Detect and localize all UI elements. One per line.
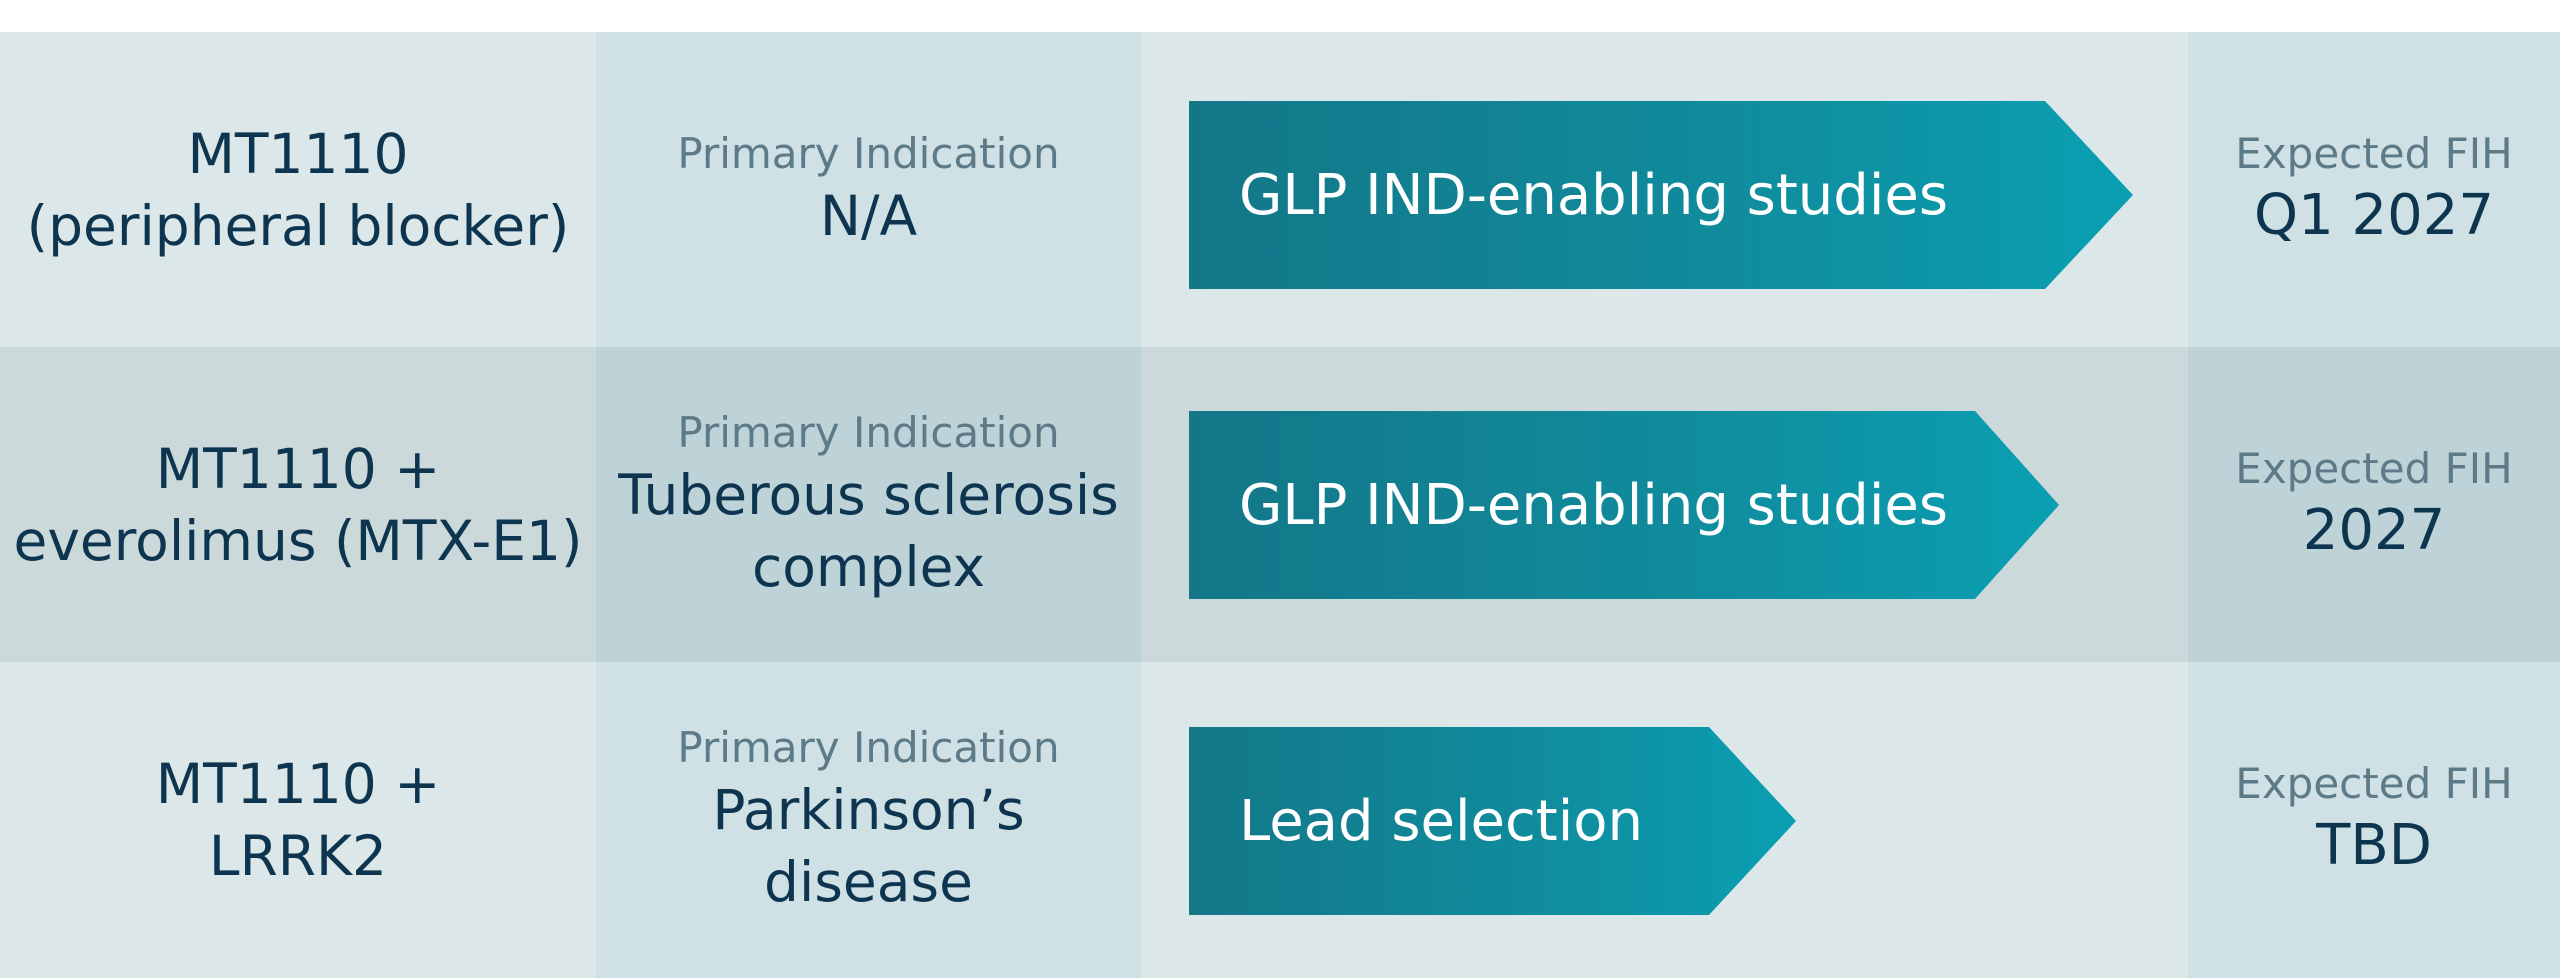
fih-label: Expected FIH: [2235, 759, 2513, 808]
indication-label: Primary Indication: [677, 723, 1060, 772]
indication-value: Tuberous sclerosis complex: [618, 462, 1119, 599]
program-name-cell: MT1110 + LRRK2: [0, 662, 596, 978]
program-name: MT1110 + everolimus (MTX-E1): [13, 436, 583, 573]
program-name: MT1110 + LRRK2: [155, 752, 441, 888]
pipeline-table: MT1110 (peripheral blocker) Primary Indi…: [0, 32, 2560, 978]
indication-label: Primary Indication: [677, 407, 1060, 457]
stage-label: Lead selection: [1239, 788, 1644, 854]
fih-cell: Expected FIH Q1 2027: [2188, 32, 2560, 347]
fih-value: 2027: [2302, 497, 2446, 563]
stage-arrow: GLP IND-enabling studies: [1189, 411, 2059, 599]
indication-cell: Primary Indication N/A: [596, 32, 1141, 347]
stage-cell: Lead selection: [1141, 662, 2188, 978]
fih-label: Expected FIH: [2235, 443, 2513, 493]
stage-arrow: Lead selection: [1189, 727, 1796, 915]
fih-cell: Expected FIH 2027: [2188, 347, 2560, 662]
indication-value: Parkinson’s disease: [712, 778, 1025, 914]
stage-cell: GLP IND-enabling studies: [1141, 32, 2188, 347]
fih-cell: Expected FIH TBD: [2188, 662, 2560, 978]
fih-label: Expected FIH: [2235, 128, 2513, 178]
indication-label: Primary Indication: [677, 128, 1060, 178]
program-name: MT1110 (peripheral blocker): [26, 121, 570, 258]
indication-value: N/A: [819, 183, 918, 248]
program-name-cell: MT1110 + everolimus (MTX-E1): [0, 347, 596, 662]
pipeline-row-mtx-e1: MT1110 + everolimus (MTX-E1) Primary Ind…: [0, 347, 2560, 662]
stage-label: GLP IND-enabling studies: [1239, 472, 1949, 538]
indication-cell: Primary Indication Tuberous sclerosis co…: [596, 347, 1141, 662]
program-name-cell: MT1110 (peripheral blocker): [0, 32, 596, 347]
pipeline-row-mt1110: MT1110 (peripheral blocker) Primary Indi…: [0, 32, 2560, 347]
pipeline-row-lrrk2: MT1110 + LRRK2 Primary Indication Parkin…: [0, 662, 2560, 978]
fih-value: TBD: [2316, 813, 2432, 878]
stage-label: GLP IND-enabling studies: [1239, 162, 1949, 228]
fih-value: Q1 2027: [2253, 182, 2495, 248]
indication-cell: Primary Indication Parkinson’s disease: [596, 662, 1141, 978]
stage-cell: GLP IND-enabling studies: [1141, 347, 2188, 662]
stage-arrow: GLP IND-enabling studies: [1189, 101, 2133, 289]
